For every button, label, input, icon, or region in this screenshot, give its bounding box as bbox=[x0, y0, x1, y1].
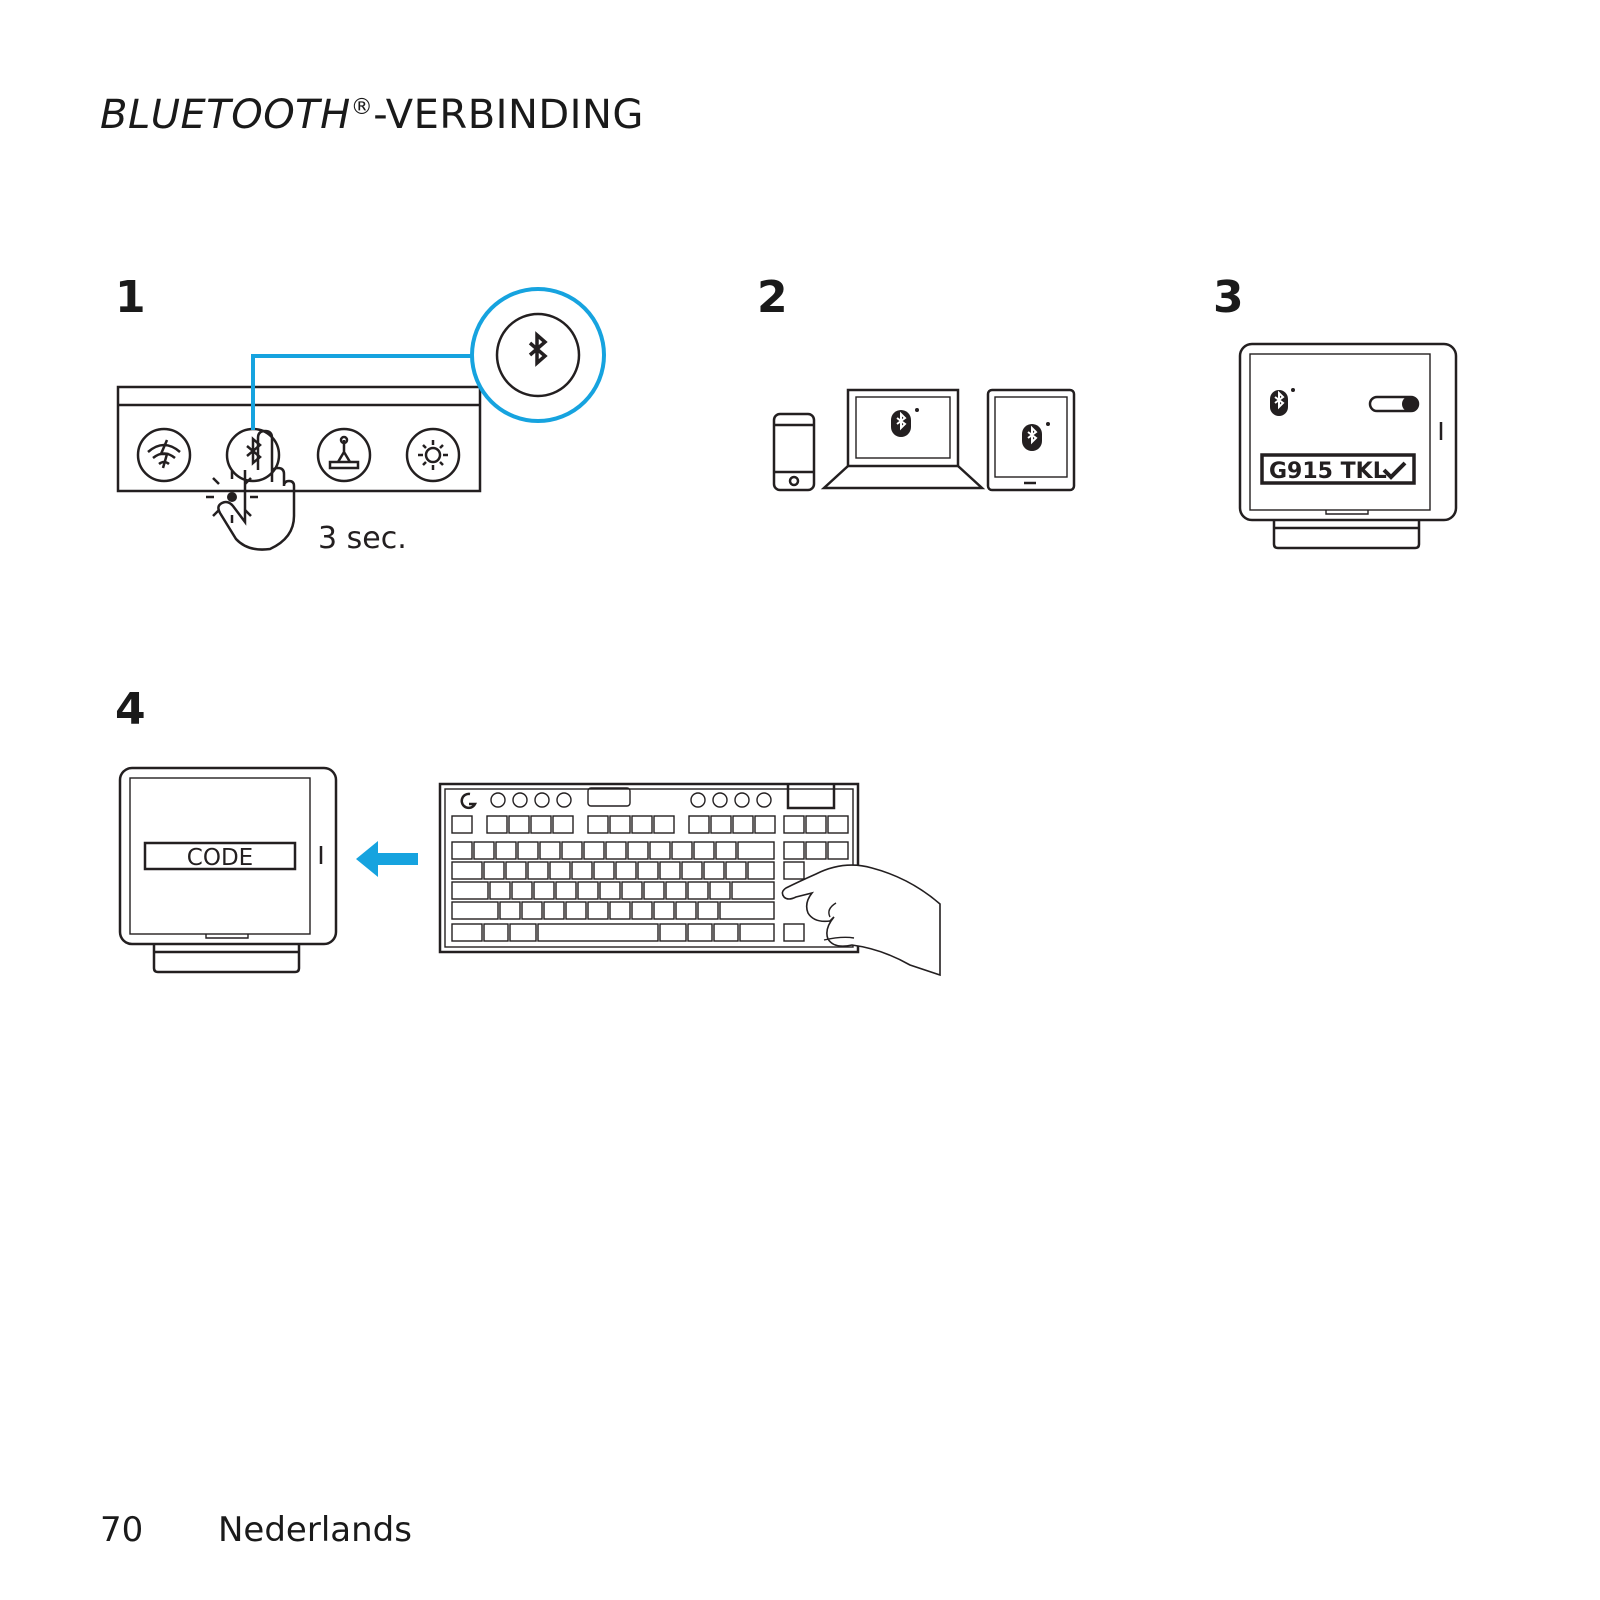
tablet-stand bbox=[1238, 342, 1458, 550]
function-row bbox=[451, 815, 849, 834]
arrow-left-icon bbox=[356, 841, 418, 877]
hand-icon bbox=[781, 864, 941, 977]
page-title: BLUETOOTH®-VERBINDING bbox=[100, 92, 644, 138]
checkmark-icon bbox=[1382, 461, 1407, 480]
code-label: CODE bbox=[187, 845, 253, 871]
page-number: 70 bbox=[100, 1510, 144, 1550]
step-3-number: 3 bbox=[1213, 272, 1244, 323]
logitech-g-icon bbox=[460, 792, 478, 810]
connector-callout bbox=[251, 287, 606, 430]
title-rest: -VERBINDING bbox=[373, 92, 644, 138]
laptop-icon bbox=[820, 388, 986, 490]
game-mode-icon bbox=[316, 427, 372, 483]
brightness-icon bbox=[405, 427, 461, 483]
title-italic: BLUETOOTH bbox=[100, 92, 351, 138]
shift-row bbox=[451, 901, 775, 920]
device-list-item: G915 TKL bbox=[1260, 453, 1416, 485]
tablet-icon bbox=[986, 388, 1076, 492]
tablet-stand bbox=[118, 766, 338, 974]
language-label: Nederlands bbox=[218, 1510, 412, 1550]
toggle-icon bbox=[1368, 395, 1420, 413]
number-row bbox=[451, 841, 849, 860]
keyboard-strip bbox=[116, 385, 482, 493]
step-2-number: 2 bbox=[757, 272, 788, 323]
keyboard-icon bbox=[438, 782, 860, 954]
qwerty-row bbox=[451, 861, 805, 880]
step-4-number: 4 bbox=[115, 684, 146, 735]
bluetooth-icon bbox=[1270, 388, 1295, 416]
phone-icon bbox=[772, 412, 816, 492]
duration-label: 3 sec. bbox=[318, 521, 407, 556]
lightspeed-icon bbox=[136, 427, 192, 483]
code-field: CODE bbox=[143, 841, 297, 871]
registered-mark: ® bbox=[350, 95, 374, 120]
device-name: G915 TKL bbox=[1269, 459, 1387, 484]
step-1-number: 1 bbox=[115, 272, 146, 323]
home-row bbox=[451, 881, 775, 900]
hand-icon bbox=[206, 429, 296, 551]
bottom-row bbox=[451, 923, 805, 942]
